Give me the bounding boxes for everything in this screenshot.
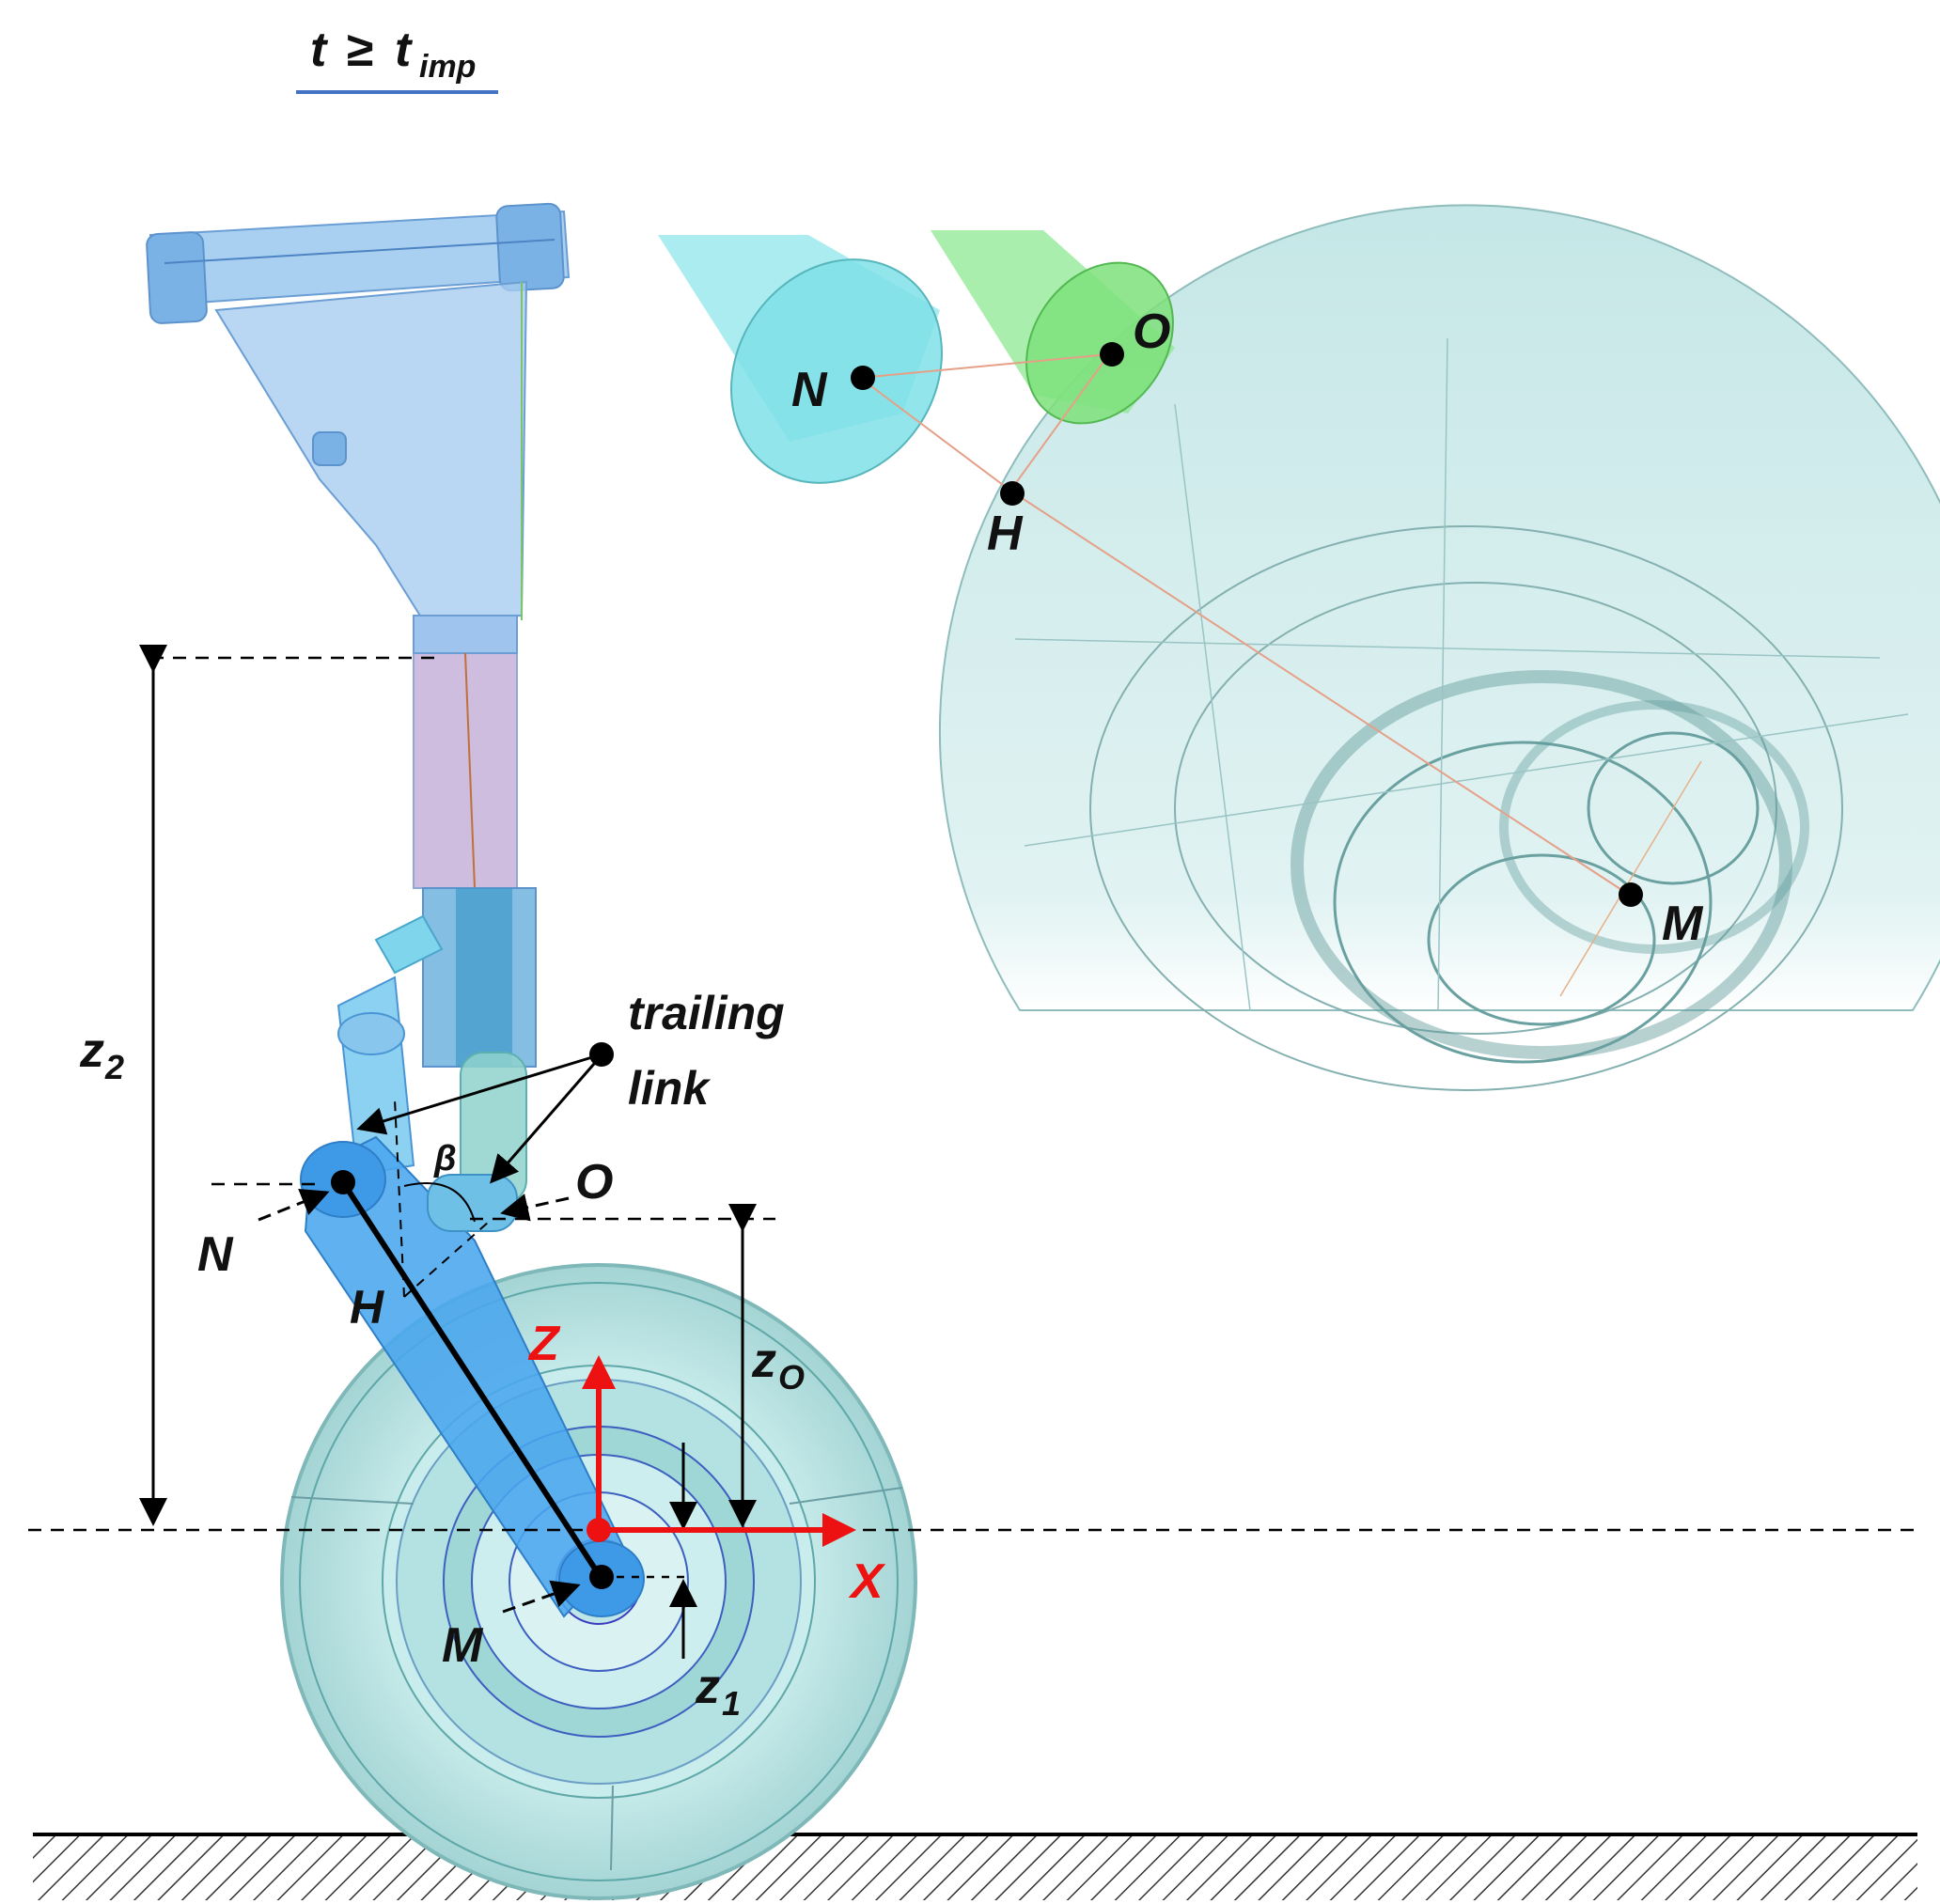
inset-point-H: [1000, 481, 1025, 506]
N-label: N: [197, 1227, 234, 1282]
arm-line-NM: [340, 1180, 604, 1581]
beta-arc: [403, 1182, 476, 1223]
inset-point-O: [1100, 342, 1124, 367]
point-N: [331, 1170, 355, 1194]
M-pointer: [502, 1580, 581, 1614]
trailing-link-dot: [589, 1042, 614, 1067]
yoke-pin: [312, 431, 347, 466]
strut-piston: [456, 888, 512, 1067]
coordinate-axes: X Z: [527, 1317, 886, 1609]
title: t ≥ t imp: [296, 23, 498, 94]
z-axis-label: Z: [527, 1317, 561, 1371]
inset-tyre: [939, 204, 1940, 1011]
trailing-link-label-1: trailing: [628, 987, 785, 1039]
zO-label: z: [751, 1334, 776, 1388]
inset-point-N: [851, 366, 875, 390]
torque-link-upper: [374, 914, 444, 975]
strut-collar: [413, 615, 518, 654]
reference-lines: [28, 645, 1917, 1659]
inset-tube-N-end: [730, 258, 943, 484]
torque-link-joint: [337, 1012, 405, 1055]
inset-M-label: M: [1662, 897, 1704, 951]
H-O-dash: [403, 1221, 490, 1298]
z1-label: z: [695, 1660, 720, 1714]
inset-O-label: O: [1133, 304, 1170, 359]
z2-label: z: [79, 1023, 104, 1078]
trailing-link-pointer-1: [356, 1055, 593, 1135]
N-pointer: [258, 1188, 330, 1222]
z2-subscript: 2: [104, 1048, 124, 1086]
trailing-arm-link-boss: [427, 1174, 518, 1232]
point-M: [589, 1565, 614, 1589]
upper-cross-tube: [146, 202, 571, 324]
title-imp-subscript: imp: [419, 49, 476, 85]
annotations: trailing link β O N H M z 2 z O z 1: [79, 987, 805, 1723]
title-t: t: [310, 23, 329, 77]
M-label: M: [442, 1618, 484, 1673]
title-t-imp: t: [395, 23, 414, 77]
origin-point: [587, 1518, 611, 1542]
strut-rod: [464, 652, 476, 889]
O-pointer: [500, 1194, 570, 1222]
title-geq: ≥: [346, 23, 373, 77]
beta-label: β: [433, 1139, 457, 1178]
yoke-plate: [214, 280, 528, 622]
O-label: O: [575, 1155, 613, 1210]
inset-zoom: N O H M: [658, 204, 1940, 1091]
H-label: H: [350, 1281, 384, 1334]
z1-subscript: 1: [722, 1684, 741, 1723]
inset-tube-O-end: [1025, 261, 1174, 425]
inset-link-H-M: [1009, 490, 1627, 894]
inset-link-triangle: [859, 352, 1112, 492]
trailing-link-label-2: link: [628, 1062, 711, 1115]
ground-hatching: [33, 1834, 1917, 1900]
inset-H-label: H: [987, 507, 1024, 561]
inset-point-M: [1619, 882, 1643, 907]
inset-N-label: N: [791, 363, 828, 417]
trailing-link-pointer-2: [490, 1063, 596, 1184]
zO-subscript: O: [778, 1358, 805, 1397]
x-axis-label: X: [848, 1554, 886, 1609]
ground: [33, 1833, 1917, 1900]
